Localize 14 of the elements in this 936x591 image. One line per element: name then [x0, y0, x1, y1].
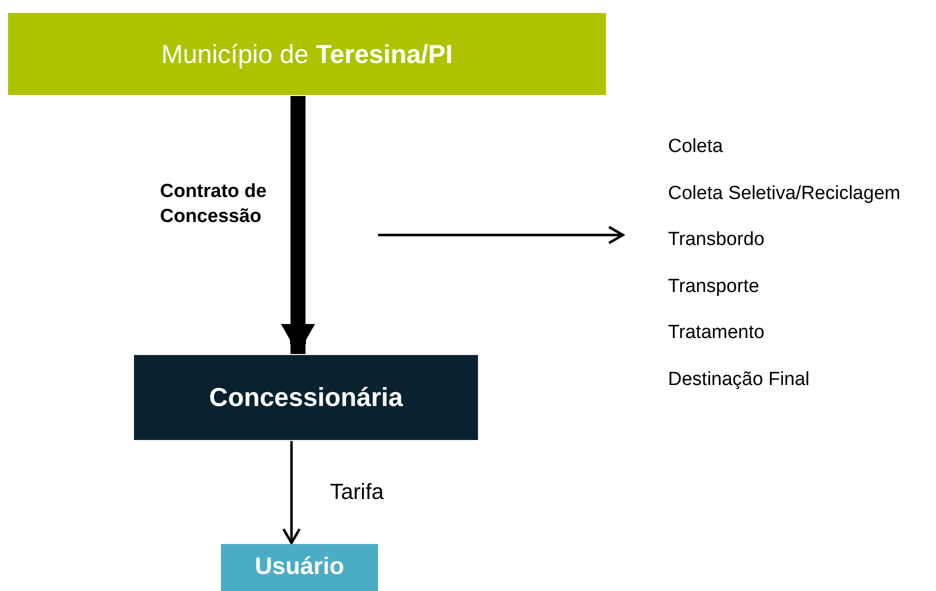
list-item: Coleta: [668, 135, 723, 159]
list-item: Coleta Seletiva/Reciclagem: [668, 182, 900, 206]
header-banner: [8, 13, 606, 95]
process-box: [134, 355, 478, 440]
list-item: Transbordo: [668, 228, 764, 252]
list-item: Tratamento: [668, 321, 764, 346]
list-item: Destinação Final: [668, 368, 810, 392]
list-item: Transporte: [668, 274, 760, 299]
node-label: Usuário: [254, 554, 344, 581]
process-box: [221, 544, 378, 591]
node-label: Município de Teresina/PI: [161, 40, 453, 68]
arrow: [282, 441, 301, 544]
arrow: [378, 226, 624, 244]
node-label: Concessionária: [209, 383, 403, 412]
